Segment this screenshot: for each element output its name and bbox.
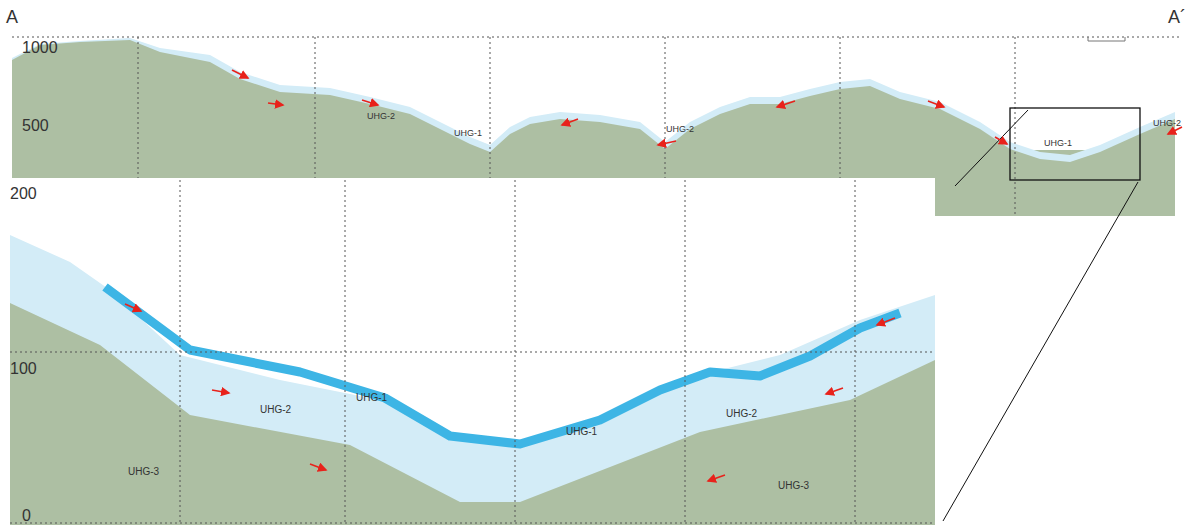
unit-label: UHG-3 xyxy=(778,481,809,491)
unit-label: UHG-2 xyxy=(666,125,694,134)
elevation-tick: 0 xyxy=(22,508,31,524)
elevation-tick: 500 xyxy=(22,118,49,134)
elevation-tick: 200 xyxy=(10,186,37,202)
section-end: A xyxy=(6,8,18,26)
unit-label: UHG-2 xyxy=(260,405,291,415)
unit-label: UHG-2 xyxy=(1153,119,1181,128)
section-end: A´ xyxy=(1168,8,1186,26)
unit-label: UHG-3 xyxy=(128,467,159,477)
unit-label: UHG-2 xyxy=(726,409,757,419)
unit-label: UHG-1 xyxy=(566,427,597,437)
unit-label: UHG-1 xyxy=(454,129,482,138)
elevation-tick: 1000 xyxy=(22,40,58,56)
unit-label: UHG-2 xyxy=(367,112,395,121)
unit-label: UHG-1 xyxy=(1044,139,1072,148)
elevation-tick: 100 xyxy=(10,361,37,377)
unit-label: UHG-1 xyxy=(356,393,387,403)
